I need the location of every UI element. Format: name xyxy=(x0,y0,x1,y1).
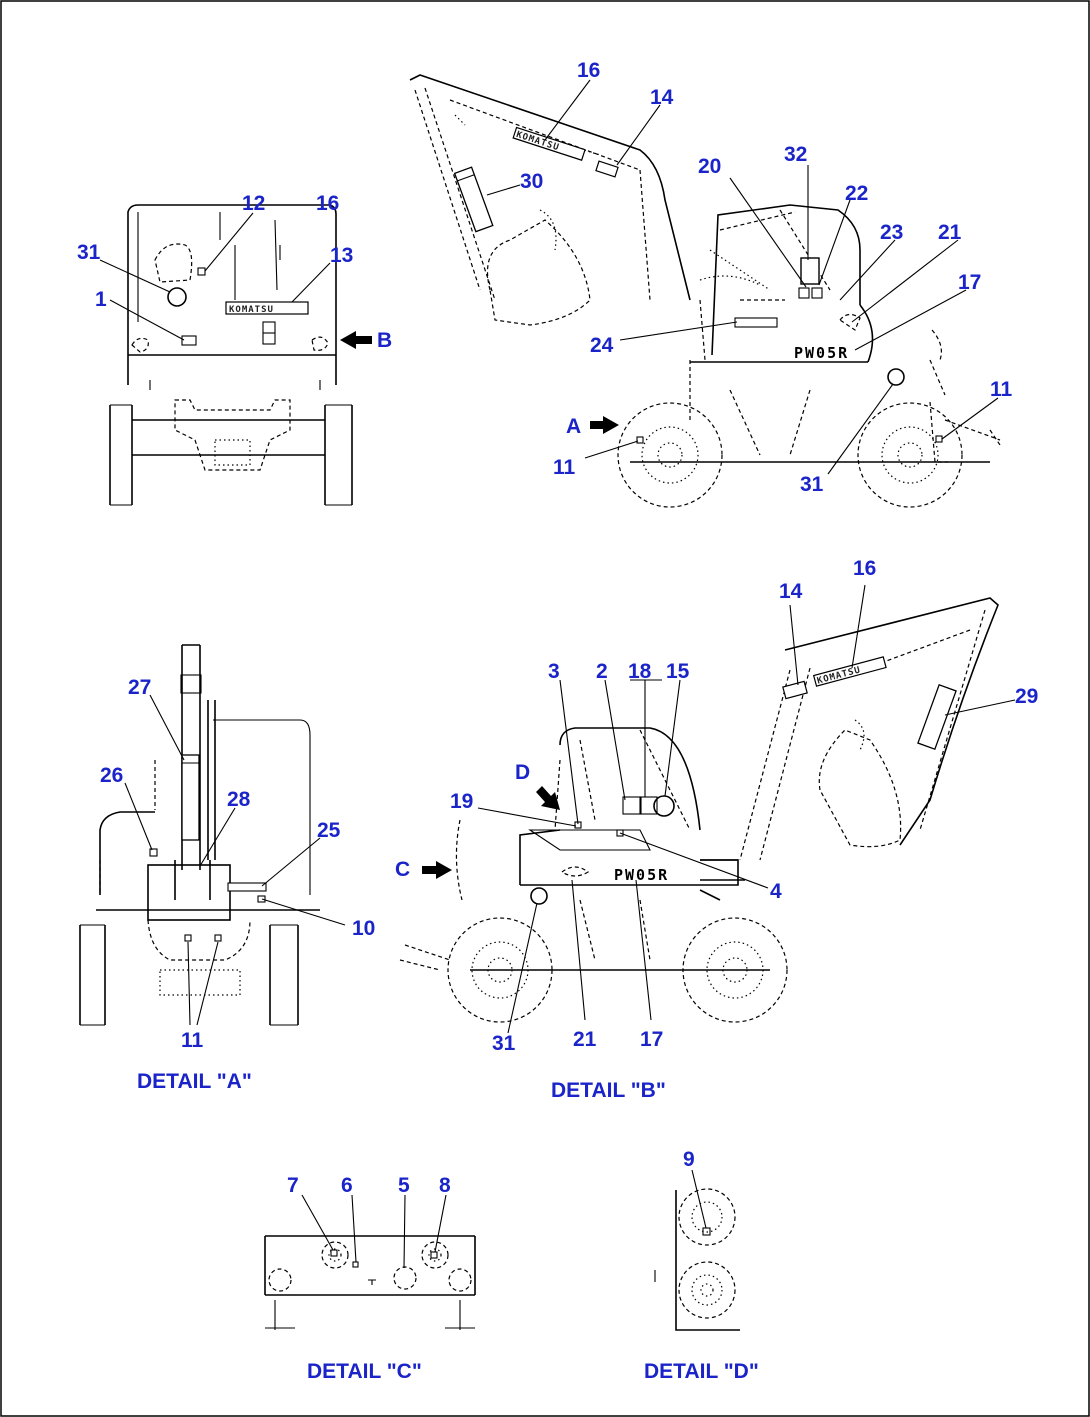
detail-c-drawing xyxy=(264,1235,476,1330)
callout-25: 25 xyxy=(317,819,341,842)
callout-10: 10 xyxy=(352,917,375,940)
detail-b-model-decal: PW05R xyxy=(614,866,669,884)
callout-12: 12 xyxy=(242,192,265,215)
callout-8: 8 xyxy=(439,1174,451,1197)
view-b-label: B xyxy=(377,329,392,352)
callout-20: 20 xyxy=(698,155,721,178)
callout-7: 7 xyxy=(287,1174,299,1197)
callout-21: 21 xyxy=(938,221,962,244)
callout-22: 22 xyxy=(845,182,868,205)
callout-5: 5 xyxy=(398,1174,410,1197)
side-model-decal: PW05R xyxy=(794,344,849,362)
callout-4: 4 xyxy=(770,880,782,903)
view-c-label: C xyxy=(395,858,410,881)
detail-a-callouts: 27 26 28 25 10 11 xyxy=(100,676,375,1052)
callout-31: 31 xyxy=(77,241,101,264)
view-d-label: D xyxy=(515,761,530,784)
callout-14: 14 xyxy=(779,580,803,603)
detail-c-title: DETAIL "C" xyxy=(307,1360,422,1383)
callout-17: 17 xyxy=(640,1028,663,1051)
detail-a-title: DETAIL "A" xyxy=(137,1070,252,1093)
callout-11: 11 xyxy=(181,1029,204,1052)
callout-28: 28 xyxy=(227,788,251,811)
side-view-machine: KOMATSU PW05R xyxy=(409,74,1001,508)
callout-24: 24 xyxy=(590,334,614,357)
view-b-arrow xyxy=(340,331,372,349)
view-d-arrow xyxy=(536,786,560,810)
callout-16: 16 xyxy=(316,192,339,215)
detail-d-drawing xyxy=(654,1188,740,1331)
view-a-label: A xyxy=(566,415,581,438)
detail-d-title: DETAIL "D" xyxy=(644,1360,759,1383)
side-callouts: 16 14 30 32 20 22 23 21 17 24 11 11 31 xyxy=(520,59,1013,496)
callout-19: 19 xyxy=(450,790,473,813)
detail-b-callouts: 14 16 3 2 18 15 29 19 4 31 21 17 xyxy=(450,557,1038,1055)
callout-29: 29 xyxy=(1015,685,1038,708)
callout-16: 16 xyxy=(853,557,876,580)
callout-16: 16 xyxy=(577,59,600,82)
callout-11: 11 xyxy=(553,456,576,479)
callout-9: 9 xyxy=(683,1148,695,1171)
callout-31: 31 xyxy=(492,1032,516,1055)
callout-3: 3 xyxy=(548,660,560,683)
callout-18: 18 xyxy=(628,660,652,683)
callout-1: 1 xyxy=(95,288,107,311)
callout-23: 23 xyxy=(880,221,903,244)
callout-11: 11 xyxy=(990,378,1013,401)
view-a-arrow xyxy=(590,416,619,434)
callout-15: 15 xyxy=(666,660,690,683)
boom-brand-decal: KOMATSU xyxy=(515,130,561,153)
detail-b-title: DETAIL "B" xyxy=(551,1079,666,1102)
detail-c-callouts: 7 6 5 8 xyxy=(287,1174,451,1197)
callout-21: 21 xyxy=(573,1028,597,1051)
detail-b-drawing: KOMATSU PW05R xyxy=(399,597,999,1023)
callout-31: 31 xyxy=(800,473,824,496)
callout-26: 26 xyxy=(100,764,123,787)
front-view-machine: KOMATSU xyxy=(109,204,353,506)
callout-13: 13 xyxy=(330,244,353,267)
front-callouts: 12 16 31 13 1 xyxy=(77,192,353,311)
callout-27: 27 xyxy=(128,676,151,699)
callout-30: 30 xyxy=(520,170,543,193)
callout-17: 17 xyxy=(958,271,981,294)
detail-a-drawing xyxy=(79,644,320,1026)
callout-32: 32 xyxy=(784,143,807,166)
view-c-arrow xyxy=(422,861,452,879)
callout-14: 14 xyxy=(650,86,674,109)
callout-6: 6 xyxy=(341,1174,353,1197)
callout-2: 2 xyxy=(596,660,608,683)
front-brand-decal: KOMATSU xyxy=(229,305,274,315)
